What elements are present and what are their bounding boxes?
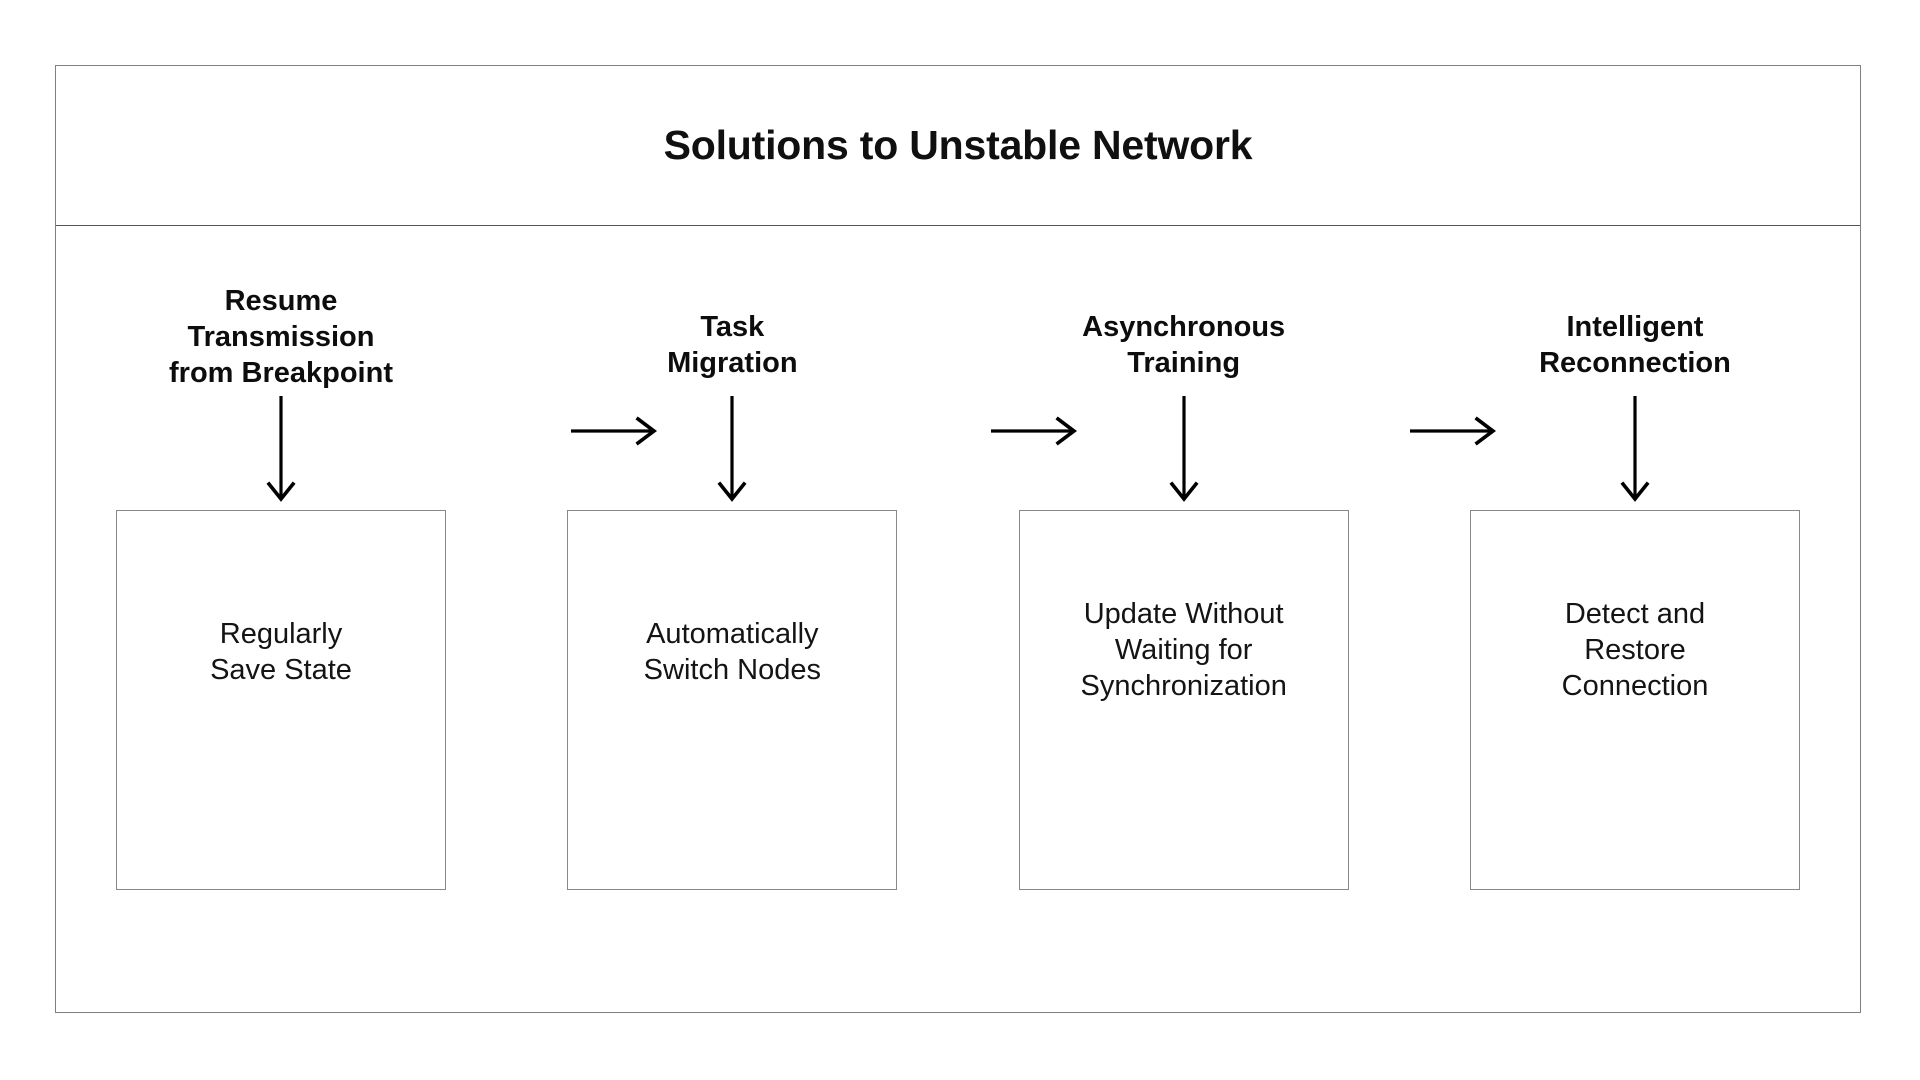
diagram-frame: Solutions to Unstable Network Resume Tra… [55,65,1861,1013]
content-text-4-line-2: Restore [1584,633,1686,666]
column-header-4-line-2: Reconnection [1539,346,1731,379]
content-text-3: Update Without Waiting for Synchronizati… [1072,597,1294,705]
column-header-1-line-3: from Breakpoint [169,356,393,389]
title-band: Solutions to Unstable Network [56,66,1860,226]
page-title: Solutions to Unstable Network [663,122,1253,168]
content-text-3-line-3: Synchronization [1080,669,1287,702]
content-text-3-line-2: Waiting for [1114,633,1253,666]
arrow-down-icon-4 [1620,396,1650,502]
content-text-2-line-2: Switch Nodes [643,653,821,686]
column-header-3-line-1: Asynchronous [1082,311,1286,343]
column-task-migration: Task Migration Automatically Switch Node… [567,226,898,890]
content-text-2: Automatically Switch Nodes [636,617,829,689]
column-header-2: Task Migration [567,284,897,394]
content-text-4: Detect and Restore Connection [1554,597,1717,705]
content-box-3: Update Without Waiting for Synchronizati… [1018,510,1349,890]
column-header-4-line-1: Intelligent [1566,311,1704,343]
column-header-4: Intelligent Reconnection [1470,284,1800,394]
column-header-1-line-1: Resume [224,285,338,317]
column-header-1-line-2: Transmission [187,320,375,353]
content-text-1: Regularly Save State [202,617,360,689]
content-box-4: Detect and Restore Connection [1469,510,1800,890]
column-asynchronous-training: Asynchronous Training Update Without Wai… [1018,226,1349,890]
column-container: Resume Transmission from Breakpoint Regu… [56,226,1860,1012]
arrow-right-icon-2 [991,416,1077,446]
column-intelligent-reconnection: Intelligent Reconnection Detect and Rest… [1469,226,1800,890]
content-box-1: Regularly Save State [116,510,446,890]
column-header-2-line-1: Task [700,311,765,343]
column-header-1: Resume Transmission from Breakpoint [116,284,446,394]
arrow-down-wrapper-3 [1164,394,1204,510]
column-header-3: Asynchronous Training [1019,284,1349,394]
column-header-3-line-2: Training [1127,346,1241,379]
content-text-3-line-1: Update Without [1083,598,1284,630]
column-header-2-line-2: Migration [667,346,798,379]
content-text-4-line-1: Detect and [1564,598,1706,630]
content-text-2-line-1: Automatically [646,618,819,650]
arrow-down-wrapper-2 [712,394,752,510]
content-text-4-line-3: Connection [1561,669,1709,702]
arrow-down-icon-2 [717,396,747,502]
content-box-2: Automatically Switch Nodes [567,510,898,890]
column-resume-transmission: Resume Transmission from Breakpoint Regu… [116,226,446,890]
arrow-down-icon-1 [266,396,296,502]
content-text-1-line-2: Save State [210,653,352,686]
content-text-1-line-1: Regularly [219,618,343,650]
arrow-down-wrapper-4 [1615,394,1655,510]
arrow-right-icon-1 [571,416,657,446]
arrow-right-icon-3 [1410,416,1496,446]
arrow-down-wrapper-1 [261,394,301,510]
diagram-body: Resume Transmission from Breakpoint Regu… [56,226,1860,1012]
arrow-down-icon-3 [1169,396,1199,502]
